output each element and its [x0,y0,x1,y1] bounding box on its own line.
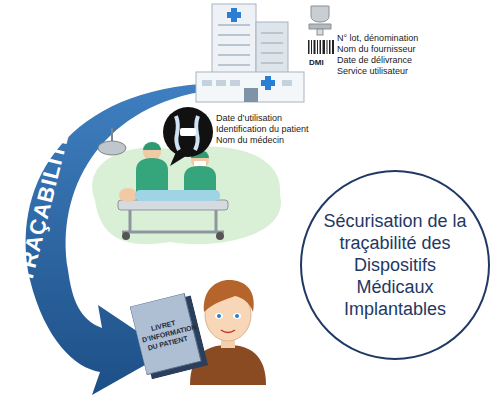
bubble [163,107,213,157]
medical-cross [227,8,241,22]
person-hair [204,280,254,312]
info-line: N° lot, dénomination [337,33,418,44]
table-leg [129,210,132,232]
windows [218,24,283,66]
patient-sheet [135,190,220,201]
wheel [122,232,130,240]
background-blob [92,146,281,244]
info-line: Date de délivrance [337,55,412,66]
info-line: Nom du médecin [216,135,284,146]
xray-implant [180,128,196,136]
person-eye [215,313,223,319]
info-line: Identification du patient [216,124,309,135]
hospital-building [196,4,304,102]
table-base [122,231,224,234]
barcode [308,40,334,54]
person-pupil [217,314,221,318]
surgical-lamp [98,141,126,155]
patient-person [190,280,266,385]
booklet-cover [130,293,201,374]
implant-icon [309,6,331,35]
person-mouth [221,330,235,333]
person-eye [233,313,241,319]
windows [202,80,292,86]
medical-cross [261,76,275,90]
wheel [216,232,224,240]
info-line: Nom du fournisseur [337,44,416,55]
person-pupil [235,314,239,318]
circle-title: Sécurisation de la traçabilité des Dispo… [320,210,470,320]
info-line: Service utilisateur [337,66,408,77]
surgeon-mask [194,161,206,166]
xray-bone [176,116,179,150]
operating-table [118,200,228,210]
door [244,88,258,102]
table-leg [215,210,218,232]
xray-bubble [163,107,213,166]
info-line: Date d’utilisation [216,113,282,124]
patient-head [119,188,137,202]
title-circle: Sécurisation de la traçabilité des Dispo… [300,170,490,360]
device-label: DMI [309,57,324,68]
patient-booklet: LIVRET D’INFORMATION DU PATIENT [130,292,209,381]
lamp-arm [111,128,113,141]
surgeon-cap [143,142,161,150]
